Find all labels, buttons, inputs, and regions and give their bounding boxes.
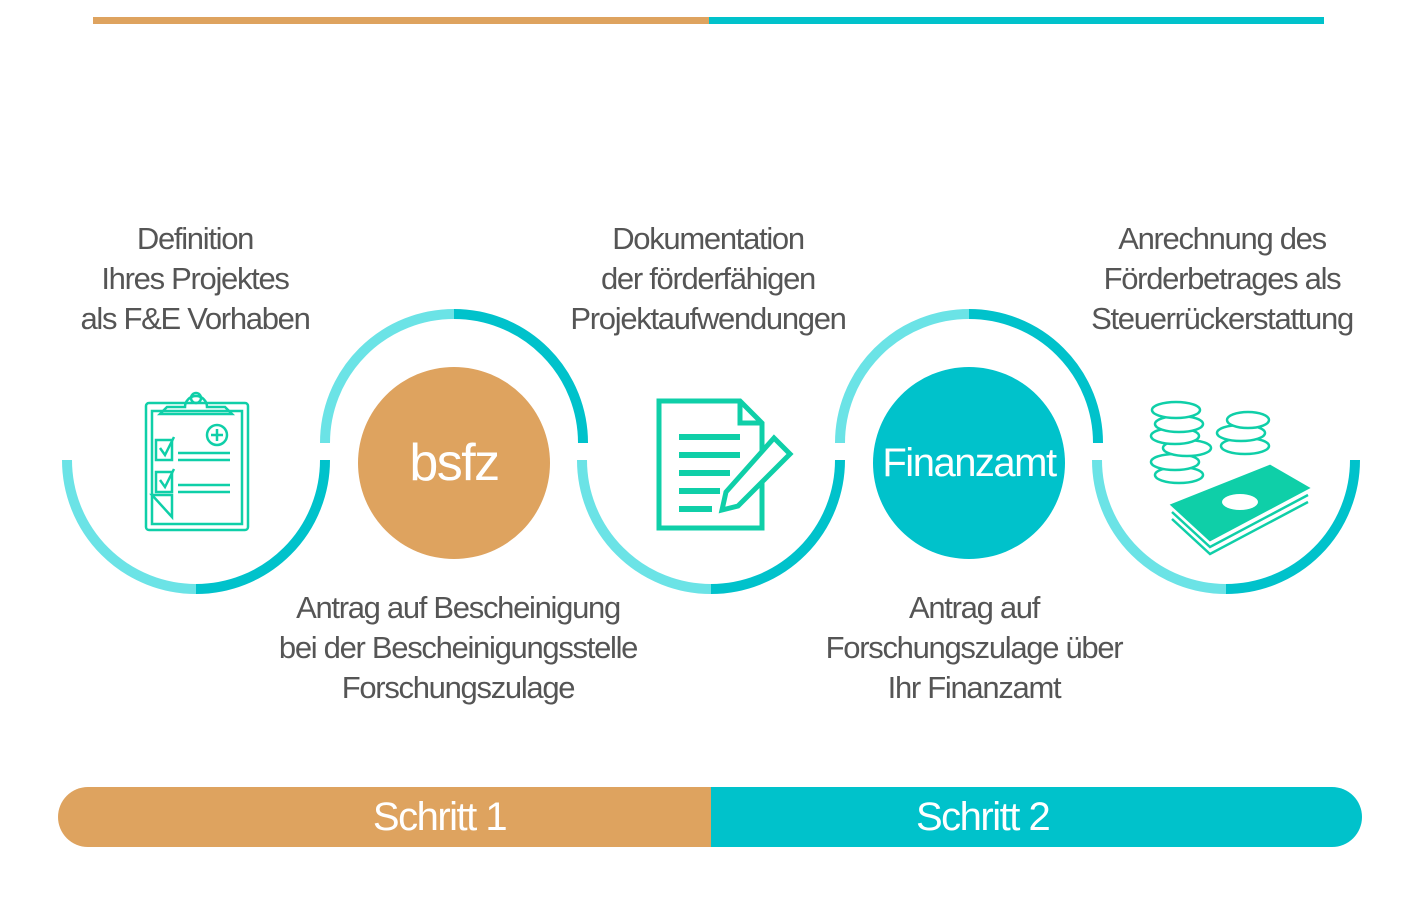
document-pencil-icon bbox=[656, 398, 794, 531]
arc-4-left bbox=[835, 309, 970, 444]
phase-label: Schritt 2 bbox=[916, 794, 1051, 839]
arc-2-left bbox=[320, 309, 455, 444]
bsfz-label: bsfz bbox=[409, 434, 500, 492]
top-line-step2 bbox=[709, 17, 1324, 24]
step-4-text: Antrag auf Forschungszulage über Ihr Fin… bbox=[825, 588, 1124, 708]
phase-bar-schritt-1: Schritt 1 bbox=[58, 787, 711, 847]
phase-label: Schritt 1 bbox=[372, 794, 508, 839]
phase-bar-schritt-2: Schritt 2 bbox=[711, 787, 1362, 847]
text-line: Anrechnung des bbox=[1118, 221, 1327, 256]
text-line: Förderbetrages als bbox=[1103, 261, 1342, 296]
text-line: Ihres Projektes bbox=[101, 261, 290, 296]
text-line: Ihr Finanzamt bbox=[887, 670, 1062, 705]
arc-1-right bbox=[195, 459, 330, 594]
text-line: bei der Bescheinigungsstelle bbox=[278, 630, 639, 665]
text-line: der förderfähigen bbox=[600, 261, 816, 296]
top-line-step1 bbox=[93, 17, 709, 24]
arc-3-right bbox=[710, 459, 845, 594]
text-line: Projektaufwendungen bbox=[570, 301, 847, 336]
text-line: als F&E Vorhaben bbox=[80, 301, 310, 336]
text-line: Forschungszulage über bbox=[825, 630, 1124, 665]
finanzamt-label: Finanzamt bbox=[882, 440, 1057, 485]
text-line: Antrag auf Bescheinigung bbox=[296, 590, 621, 625]
money-coins-icon bbox=[1149, 400, 1311, 556]
finanzamt-circle: Finanzamt bbox=[873, 367, 1065, 559]
bsfz-circle: bsfz bbox=[358, 367, 550, 559]
text-line: Antrag auf bbox=[908, 590, 1040, 625]
step-1-text: Definition Ihres Projektes als F&E Vorha… bbox=[80, 219, 310, 339]
arc-5-left bbox=[1092, 459, 1227, 594]
text-line: Dokumentation bbox=[612, 221, 805, 256]
clipboard-checklist-icon bbox=[144, 391, 250, 532]
arc-3-left bbox=[577, 459, 712, 594]
text-line: Definition bbox=[136, 221, 255, 256]
arc-2-right bbox=[453, 309, 588, 444]
step-5-text: Anrechnung des Förderbetrages als Steuer… bbox=[1091, 219, 1354, 339]
arc-1-left bbox=[62, 459, 197, 594]
step-3-text: Dokumentation der förderfähigen Projekta… bbox=[570, 219, 847, 339]
text-line: Forschungszulage bbox=[341, 670, 576, 705]
step-2-text: Antrag auf Bescheinigung bei der Beschei… bbox=[278, 588, 639, 708]
arc-5-right bbox=[1225, 459, 1360, 594]
text-line: Steuerrückerstattung bbox=[1091, 301, 1354, 336]
arc-4-right bbox=[968, 309, 1103, 444]
